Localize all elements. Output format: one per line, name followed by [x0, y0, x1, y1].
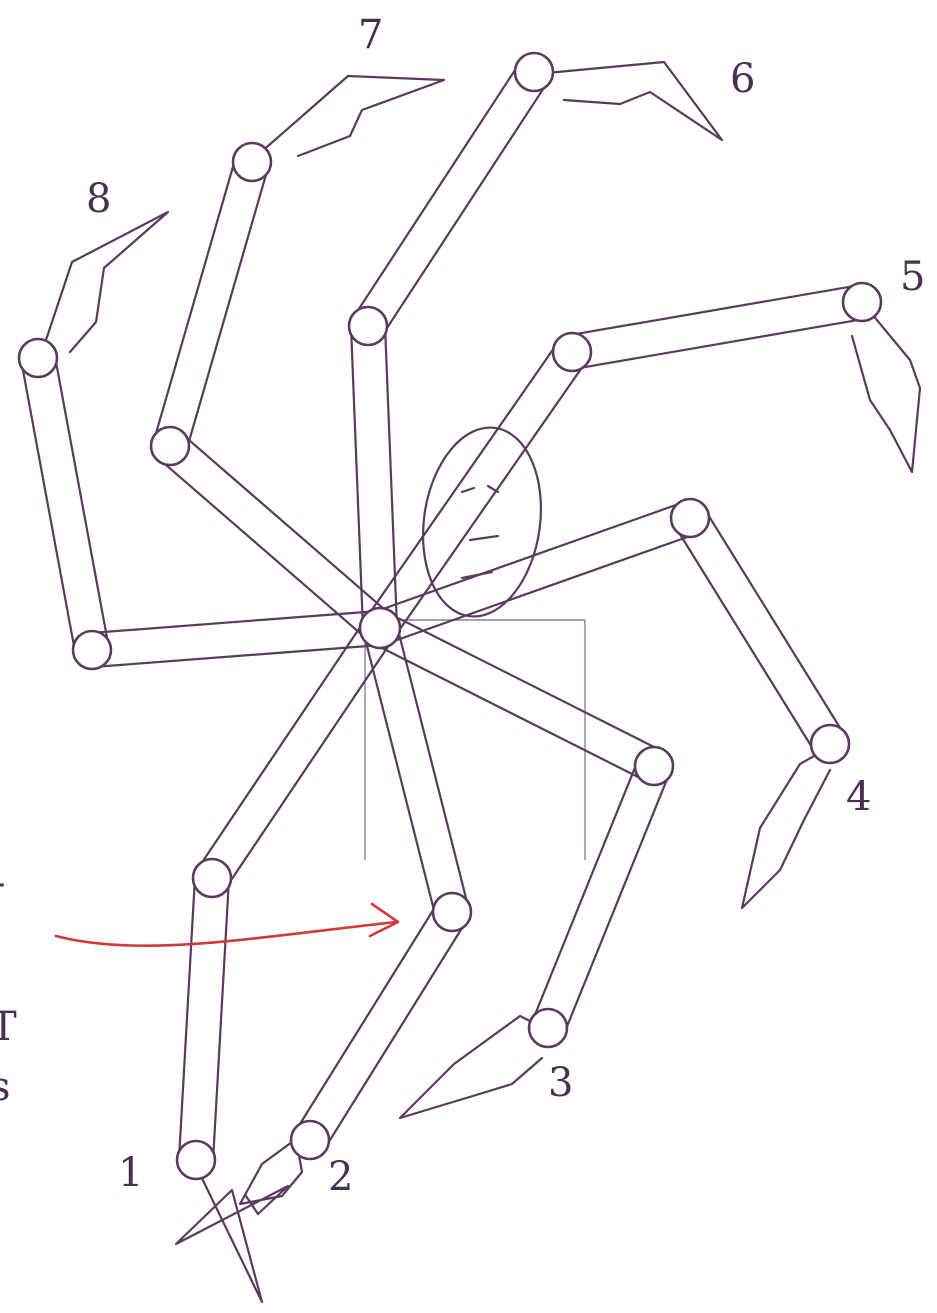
leg-label-8: 8: [86, 176, 111, 222]
leg-6-joint-2: [515, 53, 553, 91]
leg-4-joint-1: [671, 499, 709, 537]
leg-3-joint-1: [635, 747, 673, 785]
leg-2-joint-2: [291, 1121, 329, 1159]
leg-label-7: 7: [358, 12, 383, 58]
edge-marks: - T s: [0, 860, 17, 1110]
leg-1-joint-1: [193, 859, 231, 897]
leg-8-joint-1: [73, 631, 111, 669]
leg-label-2: 2: [328, 1154, 353, 1200]
leg-2-segment-1: [364, 624, 469, 916]
leg-1-joint-2: [177, 1141, 215, 1179]
claw-6: [536, 62, 722, 140]
edge-mark-3: s: [0, 1064, 11, 1110]
center-joint: [360, 608, 400, 648]
leg-labels: 1 2 3 4 5 6 7 8: [86, 12, 925, 1200]
leg-5-segment-2: [569, 285, 865, 369]
claw-7: [252, 76, 444, 160]
leg-label-5: 5: [900, 254, 925, 300]
leg-5-joint-2: [843, 283, 881, 321]
leg-segments: [21, 63, 865, 1161]
leg-3-segment-2: [532, 760, 670, 1035]
leg-6-joint-1: [349, 307, 387, 345]
leg-label-3: 3: [548, 1060, 573, 1106]
leg-5-segment-1: [366, 342, 586, 637]
leg-7-joint-1: [151, 427, 189, 465]
leg-1-segment-2: [179, 877, 229, 1161]
leg-label-6: 6: [730, 56, 755, 102]
claw-3: [400, 1016, 548, 1118]
leg-4-joint-2: [811, 725, 849, 763]
leg-8-joint-2: [19, 339, 57, 377]
leg-5-joint-1: [553, 333, 591, 371]
edge-mark-2: T: [0, 1004, 17, 1050]
claw-1: [176, 1166, 288, 1302]
claw-4: [742, 748, 830, 908]
leg-3-joint-2: [529, 1009, 567, 1047]
leg-7-joint-2: [233, 143, 271, 181]
claw-5: [852, 302, 920, 472]
claw-8: [40, 212, 168, 358]
leg-2-segment-2: [296, 903, 467, 1149]
edge-mark-1: -: [0, 860, 6, 906]
leg-2-joint-1: [433, 893, 471, 931]
leg-8-segment-2: [21, 355, 108, 653]
claws: [40, 62, 920, 1302]
leg-6-segment-2: [354, 63, 548, 336]
leg-label-1: 1: [118, 1150, 143, 1196]
leg-4-segment-2: [676, 509, 845, 753]
leg-7-segment-2: [154, 157, 269, 450]
leg-label-4: 4: [846, 774, 871, 820]
